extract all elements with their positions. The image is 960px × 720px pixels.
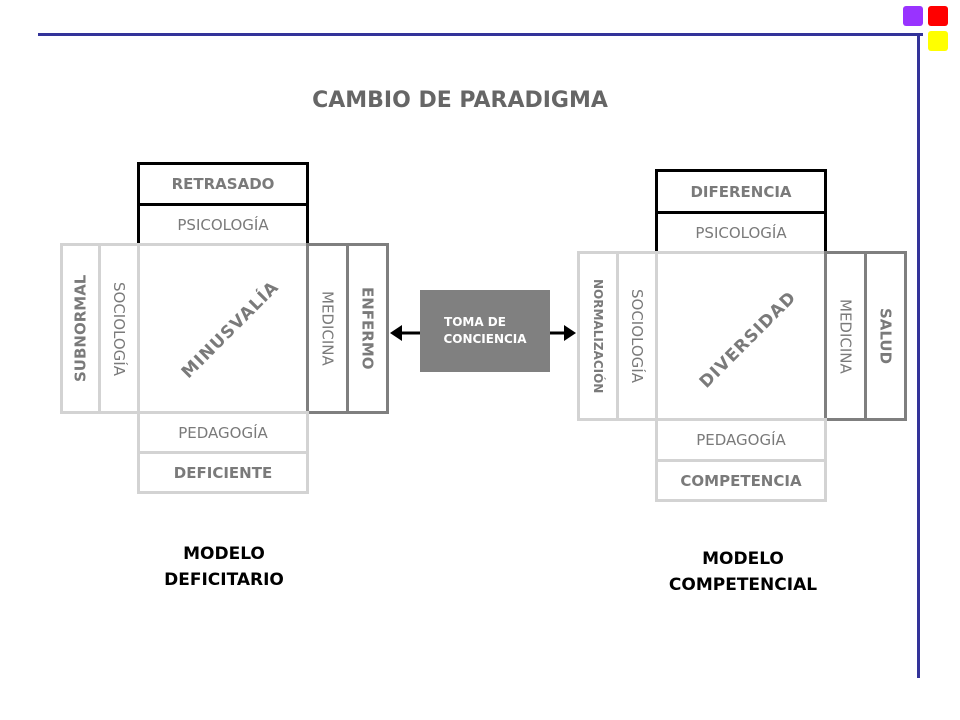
- purple-square: [903, 6, 923, 26]
- right-outer-left-cell: NORMALIZACIÓN: [577, 251, 619, 421]
- toma-de-conciencia-box: TOMA DE CONCIENCIA: [420, 290, 550, 372]
- left-bottom-bold-cell: DEFICIENTE: [137, 451, 309, 494]
- right-inner-right-cell: MEDICINA: [824, 251, 867, 421]
- left-model-line1: MODELO: [183, 544, 265, 564]
- right-outer-right-cell: SALUD: [864, 251, 907, 421]
- left-top-bold-cell: RETRASADO: [137, 162, 309, 206]
- right-top-cell: PSICOLOGÍA: [655, 211, 827, 254]
- left-model-line2: DEFICITARIO: [164, 570, 284, 590]
- left-center-cell: [137, 243, 309, 414]
- yellow-square: [928, 31, 948, 51]
- right-model-line2: COMPETENCIAL: [668, 575, 818, 595]
- middle-line2: CONCIENCIA: [443, 332, 527, 346]
- top-rule: [38, 33, 923, 36]
- left-inner-left-cell: SOCIOLOGÍA: [98, 243, 140, 414]
- right-model-label: MODELO COMPETENCIAL: [648, 546, 838, 598]
- right-bottom-cell: PEDAGOGÍA: [655, 418, 827, 462]
- right-top-bold-cell: DIFERENCIA: [655, 169, 827, 214]
- right-rule: [917, 33, 920, 678]
- middle-line1: TOMA DE: [444, 315, 506, 329]
- left-outer-left-cell: SUBNORMAL: [60, 243, 101, 414]
- right-bottom-bold-cell: COMPETENCIA: [655, 459, 827, 502]
- left-outer-right-cell: ENFERMO: [346, 243, 389, 414]
- left-model-label: MODELO DEFICITARIO: [134, 541, 314, 593]
- left-inner-right-cell: MEDICINA: [306, 243, 349, 414]
- page-title: CAMBIO DE PARADIGMA: [312, 88, 608, 113]
- left-bottom-cell: PEDAGOGÍA: [137, 411, 309, 454]
- left-top-cell: PSICOLOGÍA: [137, 203, 309, 246]
- right-inner-left-cell: SOCIOLOGÍA: [616, 251, 658, 421]
- right-model-line1: MODELO: [702, 549, 784, 569]
- red-square: [928, 6, 948, 26]
